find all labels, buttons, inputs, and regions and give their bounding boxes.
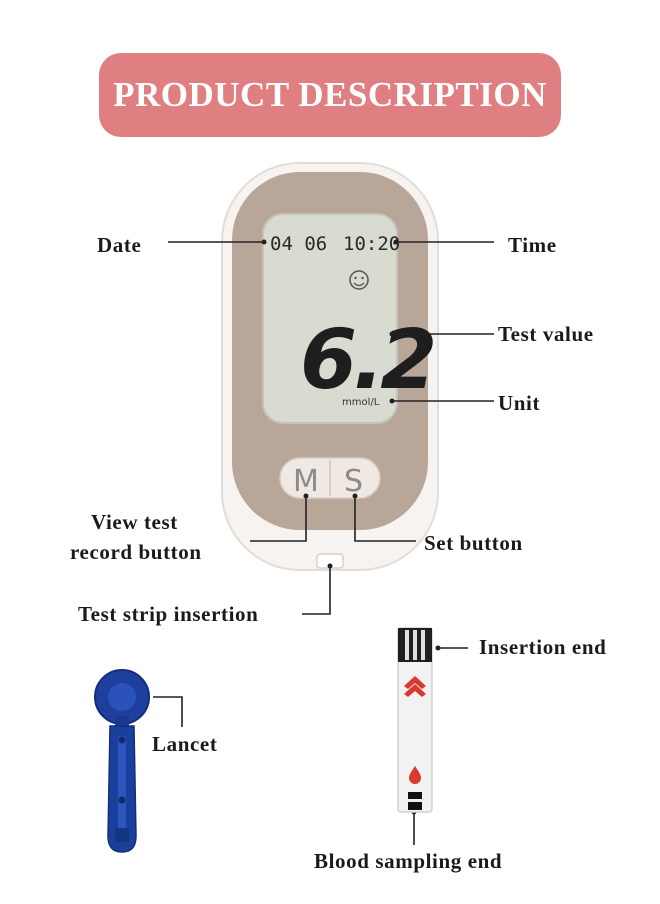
label-set-button: Set button xyxy=(424,531,523,555)
label-date: Date xyxy=(97,233,142,257)
title-text: PRODUCT DESCRIPTION xyxy=(113,75,547,114)
m-button[interactable]: M xyxy=(293,464,319,499)
label-view-record-line2: record button xyxy=(70,540,202,564)
test-strip xyxy=(397,627,433,813)
leader-dots xyxy=(261,239,441,815)
lcd-unit: mmol/L xyxy=(342,397,380,408)
s-button-label: S xyxy=(344,464,363,499)
label-blood-sampling-end: Blood sampling end xyxy=(314,849,503,873)
glucose-meter: 04 06 10:20 6.2 mmol/L M S xyxy=(221,162,439,571)
lcd-screen xyxy=(262,213,398,424)
chevron-up-icon xyxy=(404,676,426,697)
label-insertion-end: Insertion end xyxy=(479,635,607,659)
smiley-icon xyxy=(349,270,369,290)
s-button[interactable]: S xyxy=(344,464,363,499)
leader-lines xyxy=(153,241,494,845)
label-time: Time xyxy=(508,233,557,257)
label-strip-insertion: Test strip insertion xyxy=(78,602,259,626)
lancet xyxy=(94,669,150,853)
label-test-value: Test value xyxy=(498,322,594,346)
title-banner: PRODUCT DESCRIPTION xyxy=(99,53,561,137)
label-lancet: Lancet xyxy=(152,732,218,756)
lcd-date: 04 06 xyxy=(270,233,327,255)
lcd-test-value: 6.2 xyxy=(300,313,433,408)
lcd-time: 10:20 xyxy=(343,233,400,255)
m-button-label: M xyxy=(293,464,319,499)
label-unit: Unit xyxy=(498,391,541,415)
label-view-record-line1: View test xyxy=(91,510,178,534)
blood-drop-icon xyxy=(409,766,421,784)
